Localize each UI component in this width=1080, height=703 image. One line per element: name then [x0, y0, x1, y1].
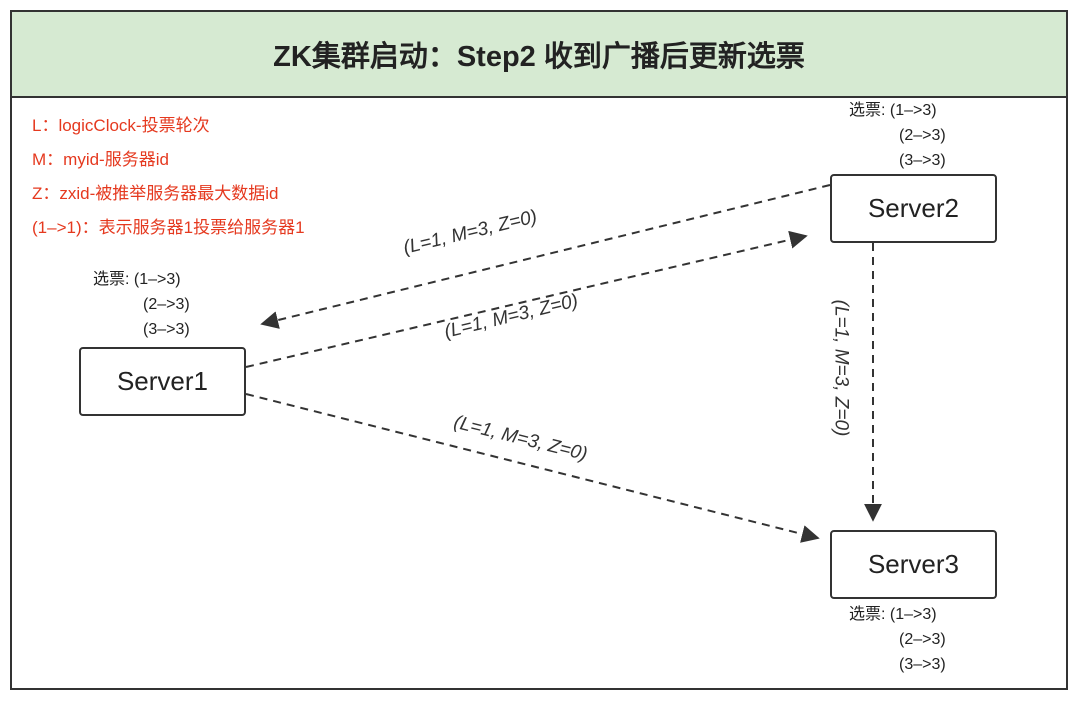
vote-item: (2–>3) [899, 127, 946, 144]
votes-label: 选票: [849, 606, 886, 623]
legend-item-l: L：logicClock-投票轮次 [32, 116, 210, 135]
legend: L：logicClock-投票轮次 M：myid-服务器id Z：zxid-被推… [32, 117, 305, 253]
vote-item: (3–>3) [143, 321, 190, 338]
server1-label: Server1 [116, 366, 209, 396]
vote-item: (2–>3) [899, 631, 946, 648]
edge-s1-to-s3 [245, 393, 820, 543]
vote-item: (1–>3) [133, 271, 181, 288]
vote-item: (1–>3) [889, 102, 937, 119]
server3-node: Server3 [830, 530, 997, 599]
legend-item-m: M：myid-服务器id [32, 150, 169, 169]
vote-item: (3–>3) [899, 152, 946, 169]
server2-label: Server2 [867, 193, 960, 223]
server1-votes: 选票: (1–>3) (2–>3) (3–>3) [93, 267, 190, 342]
vote-item: (2–>3) [143, 296, 190, 313]
edge-label-s2-to-s3: (L=1, M=3, Z=0) [830, 299, 852, 437]
server3-label: Server3 [867, 549, 960, 579]
server3-votes: 选票: (1–>3) (2–>3) (3–>3) [849, 602, 946, 677]
votes-label: 选票: [93, 271, 130, 288]
server2-votes: 选票: (1–>3) (2–>3) (3–>3) [849, 98, 946, 173]
title-bar: ZK集群启动：Step2 收到广播后更新选票 [10, 10, 1068, 98]
server2-node: Server2 [830, 174, 997, 243]
legend-item-vote-notation: (1–>1)：表示服务器1投票给服务器1 [32, 218, 305, 237]
legend-item-z: Z：zxid-被推举服务器最大数据id [32, 184, 279, 203]
vote-item: (3–>3) [899, 656, 946, 673]
vote-item: (1–>3) [889, 606, 937, 623]
server1-node: Server1 [79, 347, 246, 416]
votes-label: 选票: [849, 102, 886, 119]
diagram-title: ZK集群启动：Step2 收到广播后更新选票 [273, 41, 805, 73]
edge-s1-to-s2 [245, 230, 808, 368]
